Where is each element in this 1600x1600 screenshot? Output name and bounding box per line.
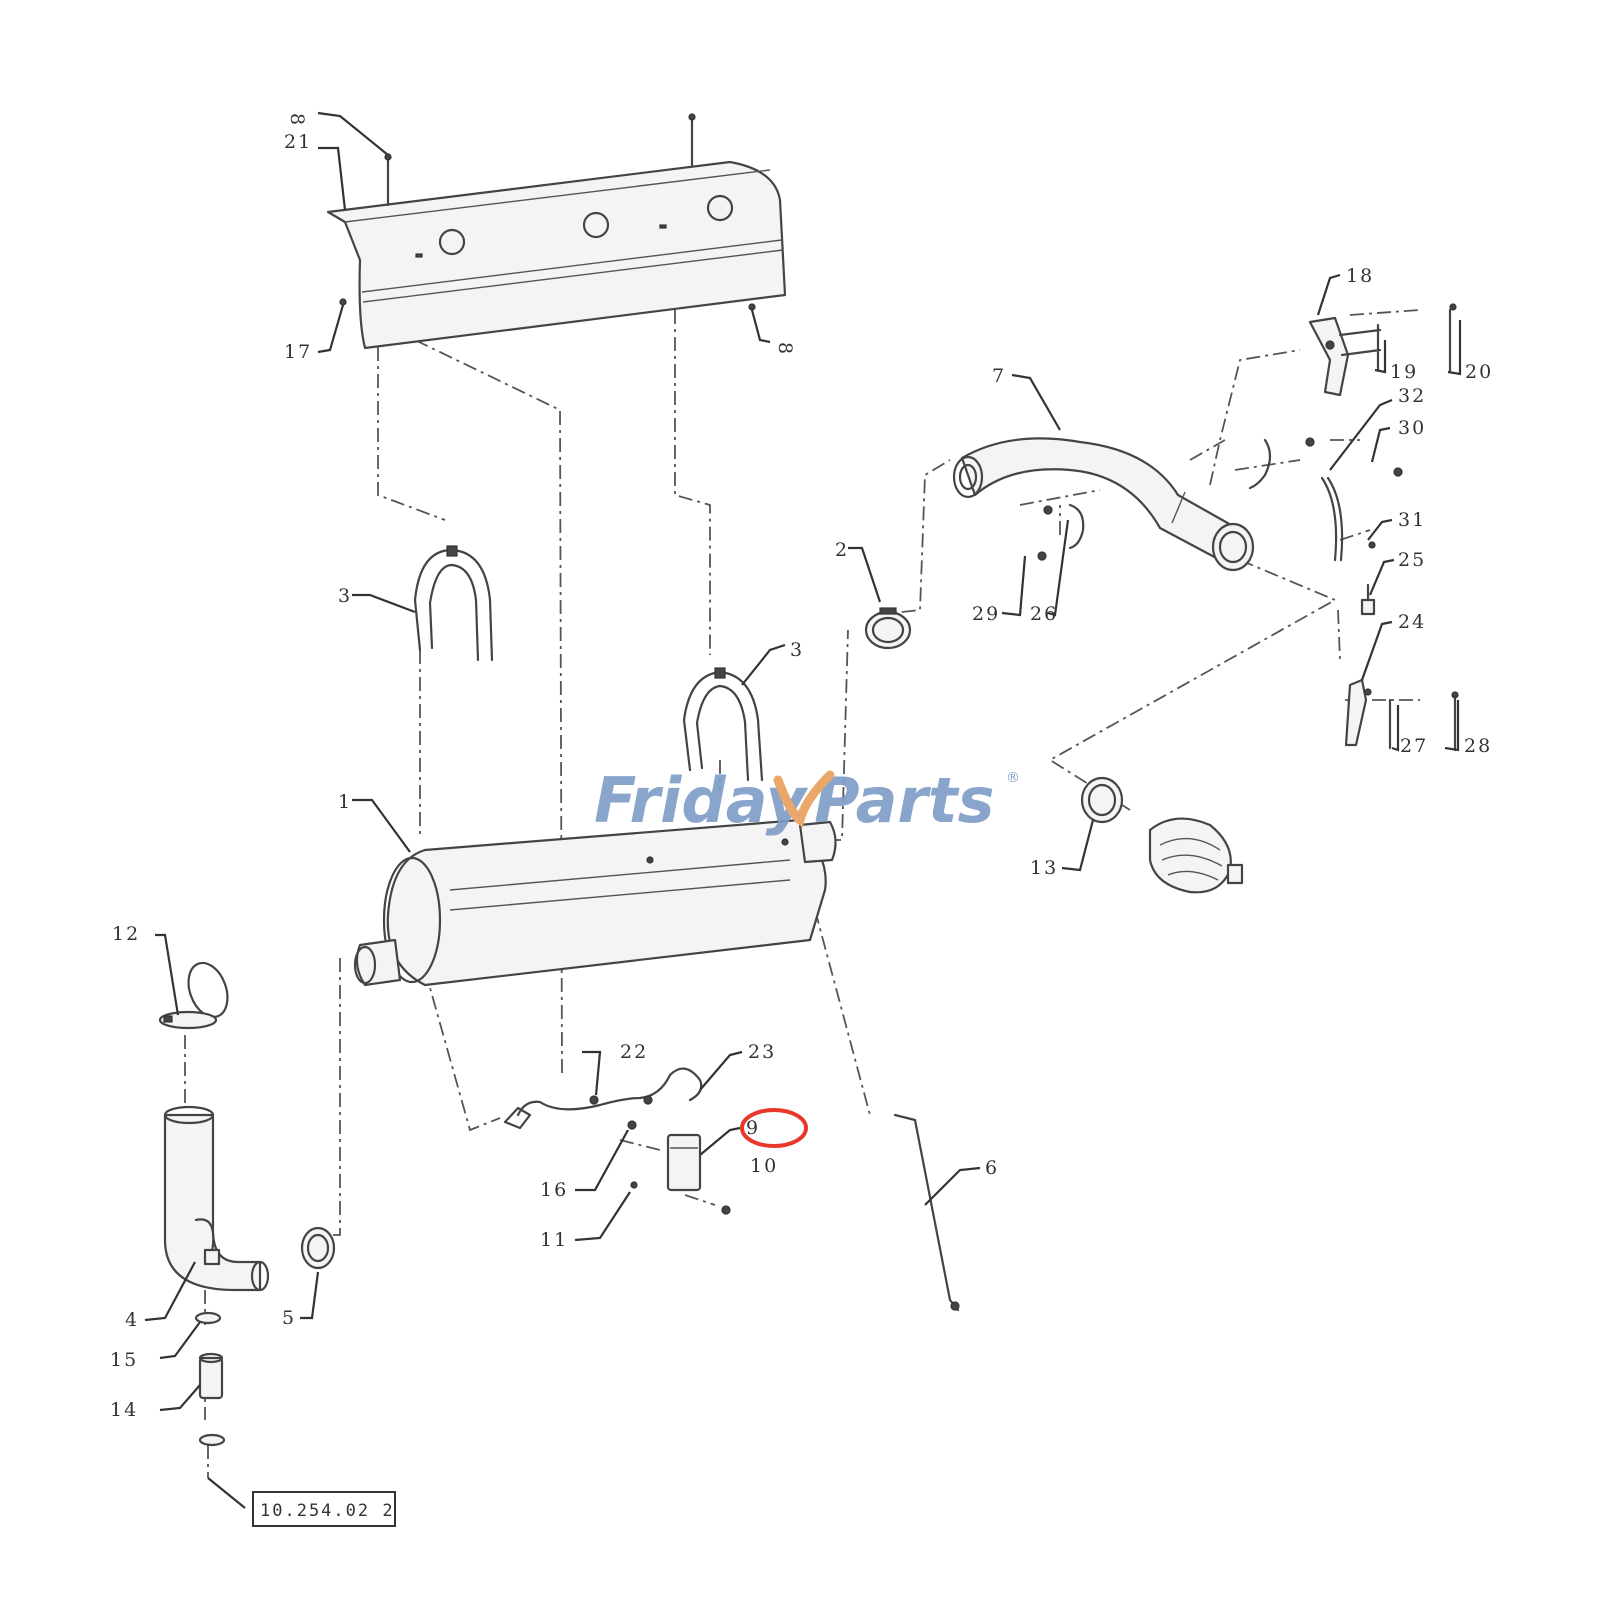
- callout-9: 9: [746, 1117, 760, 1139]
- rain-cap-part-12: [158, 961, 229, 1030]
- callout-3-right: 3: [790, 639, 804, 661]
- callout-23: 23: [748, 1041, 776, 1063]
- bolt-part: [339, 113, 756, 311]
- sensor-bracket-part-24: [1344, 678, 1372, 747]
- sensor-module-part: [503, 1067, 731, 1215]
- strap-part-right: [682, 667, 764, 782]
- tailpipe-part-4: [163, 1105, 270, 1292]
- callout-6: 6: [985, 1157, 999, 1179]
- callout-25: 25: [1398, 549, 1426, 571]
- clamp-part-5: [300, 1226, 336, 1270]
- bracket-part-32: [1320, 476, 1344, 562]
- fastener-27-28: [1388, 691, 1459, 752]
- callout-5: 5: [282, 1307, 296, 1329]
- callout-8-top: 8: [286, 113, 308, 127]
- callout-1: 1: [338, 791, 352, 813]
- callout-7: 7: [992, 365, 1006, 387]
- callout-2: 2: [835, 539, 849, 561]
- strap-part-left: [413, 545, 494, 662]
- bracket-part-18: [1308, 316, 1382, 397]
- callout-24: 24: [1398, 611, 1426, 633]
- callout-30: 30: [1398, 417, 1426, 439]
- highlight-circle: [740, 1108, 808, 1148]
- callout-29: 29: [972, 603, 1000, 625]
- callout-16: 16: [540, 1179, 568, 1201]
- watermark-check-icon: [773, 770, 835, 828]
- callout-19: 19: [1390, 361, 1418, 383]
- fitting-part-25: [1360, 583, 1376, 616]
- watermark-registered: ®: [1006, 770, 1020, 786]
- gasket-part-13: [1080, 776, 1124, 824]
- reference-box[interactable]: 10.254.02 2: [252, 1491, 396, 1527]
- callout-21: 21: [284, 131, 312, 153]
- turbocharger-part: [1148, 817, 1244, 894]
- callout-3-left: 3: [338, 585, 352, 607]
- callout-labels: 8 21 17 8 3 3 1 2 7 18 19 20 32 30 31 25…: [110, 113, 1493, 1421]
- leader-lines: [144, 111, 1462, 1509]
- pipe-part-7: [952, 437, 1255, 572]
- callout-17: 17: [284, 341, 312, 363]
- callout-11: 11: [540, 1229, 568, 1251]
- reference-box-label: 10.254.02 2: [260, 1501, 395, 1521]
- watermark-part2: Parts: [814, 764, 994, 837]
- callout-10: 10: [750, 1155, 778, 1177]
- spacer-part-14: [198, 1352, 224, 1400]
- callout-18: 18: [1346, 265, 1374, 287]
- callout-31: 31: [1398, 509, 1426, 531]
- heat-shield-part: [326, 160, 787, 350]
- callout-32: 32: [1398, 385, 1426, 407]
- callout-15: 15: [110, 1349, 138, 1371]
- callout-28: 28: [1464, 735, 1492, 757]
- washer-part-15: [194, 1311, 222, 1325]
- callout-20: 20: [1465, 361, 1493, 383]
- small-clamp-part: [1037, 437, 1403, 561]
- callout-26: 26: [1030, 603, 1058, 625]
- callout-8-right: 8: [774, 342, 796, 356]
- watermark-part1: Friday: [594, 764, 809, 837]
- fastener-19-20: [1376, 303, 1457, 374]
- muffler-part: [353, 818, 837, 987]
- callout-13: 13: [1030, 857, 1058, 879]
- sensor-rod-part-6: [893, 1113, 960, 1312]
- washer-part-bottom: [198, 1433, 226, 1447]
- callout-22: 22: [620, 1041, 648, 1063]
- callout-4: 4: [125, 1309, 139, 1331]
- clamp-part-2: [864, 607, 912, 650]
- callout-14: 14: [110, 1399, 138, 1421]
- callout-27: 27: [1400, 735, 1428, 757]
- callout-12: 12: [112, 923, 140, 945]
